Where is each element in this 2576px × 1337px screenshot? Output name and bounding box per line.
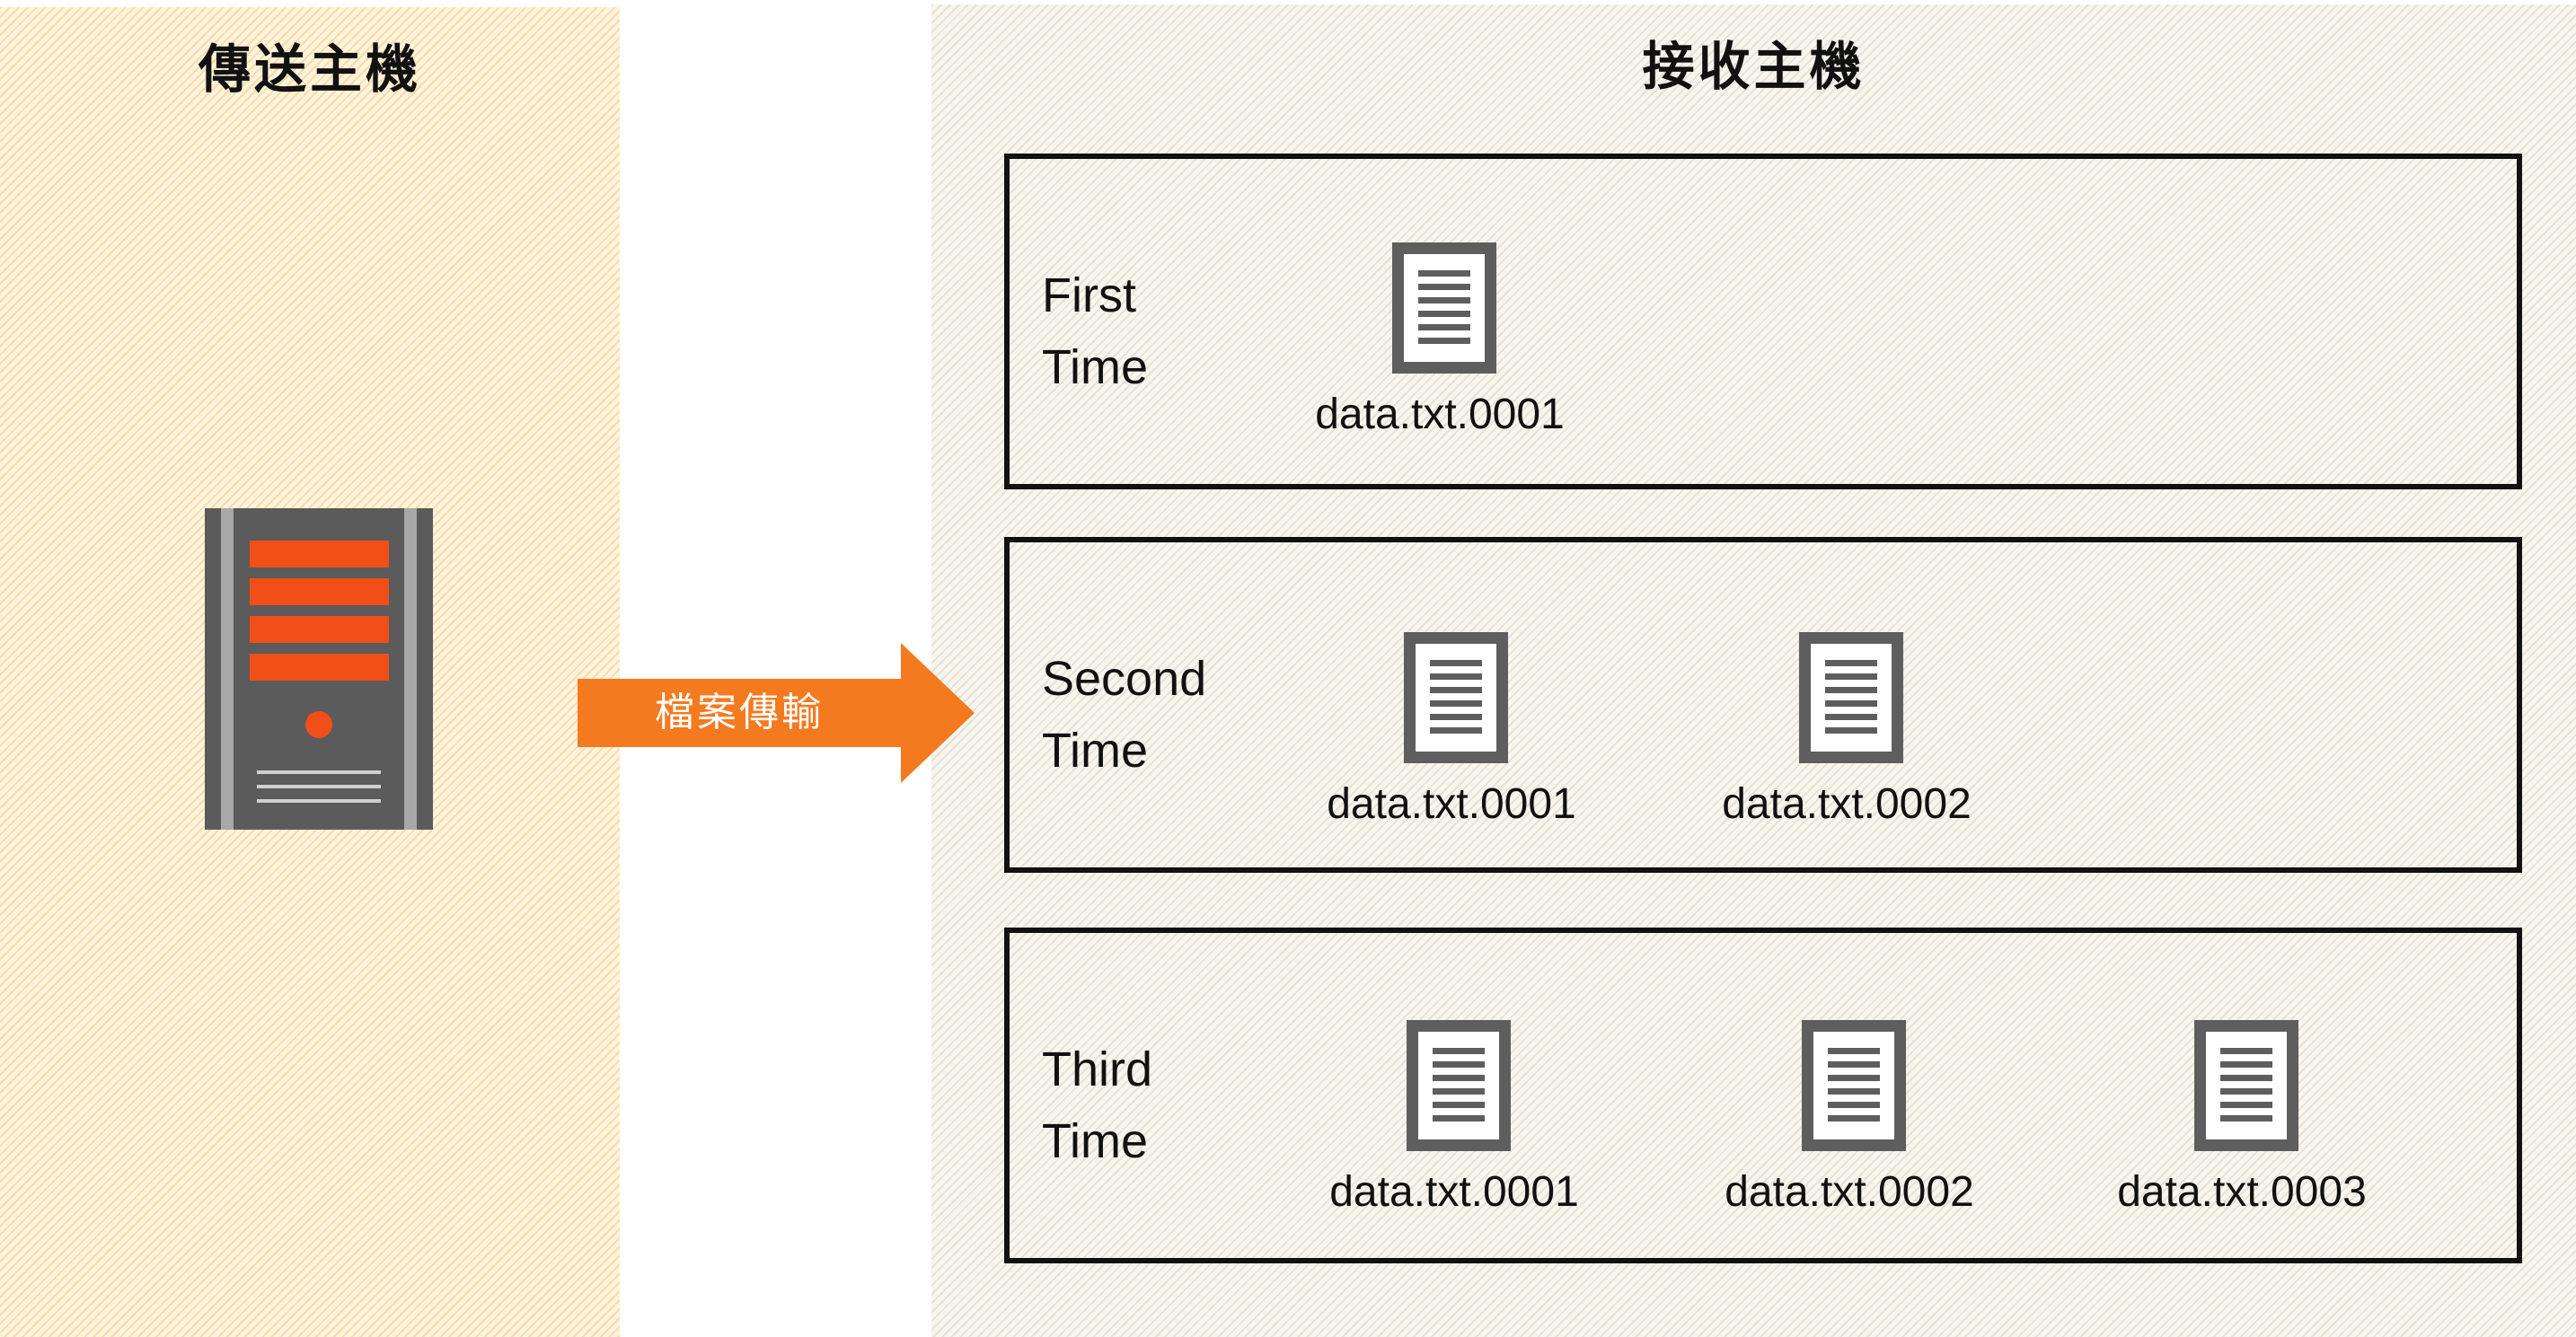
round-label: Third Time: [1042, 1034, 1152, 1177]
document-line: [1433, 1061, 1485, 1068]
document-line: [1433, 1088, 1485, 1095]
document-line: [1825, 660, 1877, 666]
document-line: [1418, 338, 1470, 344]
file-name: data.txt.0001: [1327, 780, 1576, 828]
document-line: [1828, 1102, 1880, 1108]
server-rail-right: [404, 508, 417, 830]
document-line: [1430, 727, 1482, 734]
file-name: data.txt.0001: [1315, 391, 1565, 438]
file-item: data.txt.0001: [1303, 632, 1600, 857]
document-line: [1418, 297, 1470, 303]
round-label-line2: Time: [1042, 724, 1148, 778]
document-line: [1430, 714, 1482, 720]
document-line: [1430, 673, 1482, 680]
document-line: [1430, 687, 1482, 693]
server-drive-bay: [250, 616, 389, 643]
file-name: data.txt.0003: [2117, 1168, 2367, 1216]
document-line: [1433, 1102, 1485, 1108]
document-line: [1433, 1115, 1485, 1121]
document-line: [1825, 687, 1877, 693]
document-line: [1418, 270, 1470, 277]
transfer-round-first: First Time data.txt.0001: [1004, 154, 2522, 489]
sender-title: 傳送主機: [198, 39, 421, 100]
server-vent: [257, 799, 381, 803]
document-line: [1828, 1061, 1880, 1068]
file-item: data.txt.0002: [1701, 1020, 1998, 1245]
document-line: [2220, 1102, 2272, 1108]
document-line: [1430, 660, 1482, 666]
transfer-arrow-icon: [578, 643, 975, 783]
document-line: [2220, 1048, 2272, 1054]
document-line: [1418, 284, 1470, 290]
document-line: [1828, 1115, 1880, 1121]
transfer-round-second: Second Time data.txt.0001 data.txt.0002: [1004, 537, 2522, 873]
document-line: [2220, 1088, 2272, 1095]
transfer-label: 檔案傳輸: [655, 690, 824, 735]
file-name: data.txt.0002: [1725, 1168, 1974, 1216]
file-name: data.txt.0002: [1722, 780, 1972, 828]
document-line: [1433, 1075, 1485, 1081]
document-line: [1825, 727, 1877, 734]
server-power-led: [305, 711, 332, 738]
round-label-line1: First: [1042, 268, 1136, 322]
round-label-line1: Second: [1042, 652, 1207, 706]
round-label-line2: Time: [1042, 1114, 1148, 1168]
document-line: [2220, 1061, 2272, 1068]
server-drive-bay: [250, 541, 389, 567]
document-line: [1825, 700, 1877, 707]
document-line: [2220, 1075, 2272, 1081]
round-label-line2: Time: [1042, 340, 1148, 394]
file-item: data.txt.0001: [1292, 242, 1588, 467]
document-icon: [1802, 1020, 1906, 1151]
receiver-panel: 接收主機: [931, 4, 2576, 1337]
document-line: [2220, 1115, 2272, 1121]
file-item: data.txt.0002: [1698, 632, 1995, 857]
document-line: [1825, 673, 1877, 680]
document-line: [1418, 324, 1470, 330]
server-icon: [205, 508, 433, 830]
server-vent: [257, 785, 381, 788]
server-vent: [257, 770, 381, 774]
transfer-round-third: Third Time data.txt.0001 data.txt.0002: [1004, 928, 2522, 1263]
document-icon: [2194, 1020, 2298, 1151]
server-rail-left: [221, 508, 234, 830]
round-label-line1: Third: [1042, 1042, 1153, 1096]
document-line: [1828, 1075, 1880, 1081]
round-label: First Time: [1042, 259, 1148, 403]
document-icon: [1799, 632, 1903, 763]
server-drive-bay: [250, 654, 389, 681]
document-line: [1418, 311, 1470, 317]
document-icon: [1407, 1020, 1511, 1151]
document-line: [1828, 1088, 1880, 1095]
file-name: data.txt.0001: [1329, 1168, 1579, 1216]
file-item: data.txt.0003: [2094, 1020, 2390, 1245]
round-label: Second Time: [1042, 643, 1206, 787]
document-line: [1825, 714, 1877, 720]
receiver-title: 接收主機: [1642, 36, 1866, 97]
document-line: [1433, 1048, 1485, 1054]
document-icon: [1392, 242, 1496, 374]
document-line: [1430, 700, 1482, 707]
file-item: data.txt.0001: [1306, 1020, 1602, 1245]
server-drive-bay: [250, 578, 389, 605]
document-line: [1828, 1048, 1880, 1054]
document-icon: [1404, 632, 1508, 763]
transfer-arrow-shape: [578, 643, 975, 783]
